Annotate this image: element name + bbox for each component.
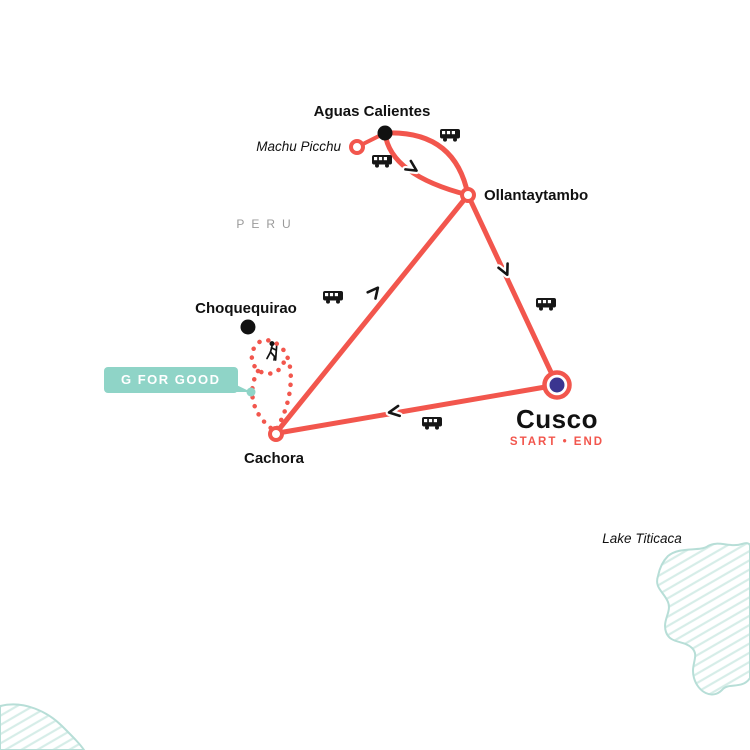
label-cusco-start-end: START • END bbox=[509, 436, 605, 448]
marker-cusco-core bbox=[549, 377, 565, 393]
hiker-icon bbox=[266, 341, 278, 361]
arrow-to-ollantaytambo bbox=[368, 285, 382, 299]
label-lake-titicaca: Lake Titicaca bbox=[602, 531, 682, 546]
g-for-good-badge: G FOR GOOD bbox=[104, 367, 238, 393]
label-machu-picchu: Machu Picchu bbox=[256, 139, 341, 154]
route-cusco-cachora bbox=[275, 382, 560, 436]
label-choquequirao: Choquequirao bbox=[195, 300, 297, 317]
transport-icons bbox=[266, 129, 556, 430]
bus-icon bbox=[372, 155, 392, 168]
lake-titicaca-shape bbox=[656, 542, 750, 696]
map-decoration-coastline bbox=[0, 542, 750, 750]
bus-icon bbox=[422, 417, 442, 430]
trek-loop-up bbox=[249, 338, 294, 431]
arrow-to-ollantaytambo-return bbox=[405, 161, 419, 175]
bus-icon bbox=[536, 298, 556, 311]
trek-loop-dotted bbox=[249, 338, 294, 432]
label-aguas-calientes: Aguas Calientes bbox=[313, 103, 431, 120]
trek-loop-return bbox=[250, 368, 275, 432]
route-ollantaytambo-cusco bbox=[465, 192, 560, 388]
arrow-to-cusco bbox=[499, 264, 512, 277]
marker-choquequirao bbox=[240, 319, 256, 335]
label-ollantaytambo: Ollantaytambo bbox=[484, 187, 589, 204]
marker-machu-picchu bbox=[349, 139, 365, 155]
stop-markers bbox=[240, 125, 572, 442]
marker-aguas-calientes bbox=[377, 125, 393, 141]
corner-coastline-shape bbox=[0, 703, 86, 750]
marker-ollantaytambo bbox=[460, 187, 476, 203]
marker-cachora bbox=[268, 426, 284, 442]
badge-anchor-dot bbox=[246, 387, 256, 397]
label-cusco: Cusco bbox=[516, 404, 598, 434]
route-cachora-ollantaytambo bbox=[273, 192, 471, 436]
arrow-to-cachora bbox=[388, 406, 399, 417]
route-ollantaytambo-aguas-upper bbox=[382, 130, 471, 198]
bus-icon bbox=[440, 129, 460, 142]
route-lines bbox=[273, 130, 560, 436]
bus-icon bbox=[323, 291, 343, 304]
label-region-peru: PERU bbox=[236, 217, 298, 231]
label-cachora: Cachora bbox=[243, 450, 305, 467]
